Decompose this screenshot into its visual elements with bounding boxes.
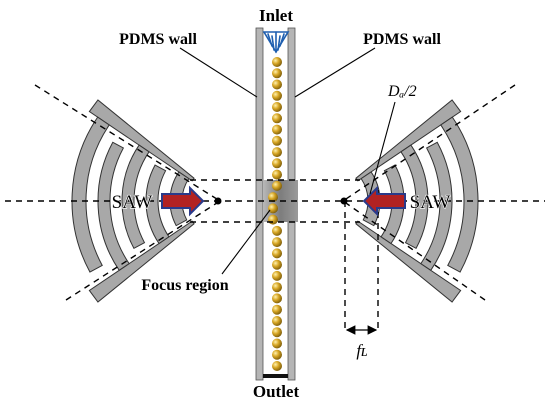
particle	[272, 180, 282, 191]
left-outer-upper-line	[34, 84, 221, 202]
particle	[272, 316, 282, 326]
particle	[272, 158, 282, 169]
particle	[272, 259, 282, 270]
particle	[272, 270, 282, 281]
idt-electrode-finger	[400, 144, 429, 250]
saw-left-label: SAW	[112, 192, 153, 213]
particle	[272, 293, 282, 304]
particle	[272, 349, 282, 360]
particle	[272, 338, 282, 349]
particle	[272, 225, 282, 236]
aperture-leader	[369, 101, 396, 195]
pdms-right-leader	[294, 47, 376, 98]
idt-electrode-finger	[420, 141, 453, 272]
aperture-half-label: Dₐ/2	[387, 83, 417, 100]
right-focal-point	[340, 197, 348, 205]
focus-region-leader	[221, 209, 271, 275]
idt-bus-bar	[355, 99, 462, 182]
pdms-wall-right-label: PDMS wall	[363, 31, 441, 48]
pdms-wall-left-label: PDMS wall	[119, 31, 197, 48]
particle	[272, 147, 282, 158]
particle	[272, 361, 282, 371]
idt-electrode-finger	[440, 116, 479, 273]
idt-electrode-finger	[121, 144, 150, 250]
particle	[272, 135, 282, 146]
idt-electrode-finger	[71, 116, 110, 273]
particle	[272, 113, 282, 124]
left-idt-transducer	[71, 99, 195, 303]
pdms-left-leader	[179, 47, 258, 98]
saw-right-label: SAW	[410, 192, 451, 213]
channel-left-wall	[255, 27, 264, 381]
focus-region-label: Focus region	[141, 277, 228, 294]
left-focal-point	[214, 197, 222, 205]
right-outer-upper-line	[342, 84, 516, 202]
particle	[272, 169, 282, 180]
particle	[272, 102, 282, 112]
idt-electrode-finger	[97, 141, 130, 272]
channel-outlet-bar	[263, 374, 288, 378]
right-outer-lower-line	[342, 200, 486, 301]
particle	[268, 203, 278, 214]
particle	[272, 248, 282, 259]
particle	[272, 90, 282, 101]
particle	[268, 214, 278, 225]
idt-bus-bar	[88, 99, 195, 182]
outlet-label: Outlet	[253, 382, 300, 401]
particle	[272, 68, 282, 79]
inlet-label: Inlet	[259, 6, 293, 25]
inlet-arrows-icon	[262, 31, 290, 54]
particle	[272, 282, 282, 293]
particle	[272, 124, 282, 135]
focal-length-label: fʟ	[356, 341, 367, 360]
particle	[272, 237, 282, 248]
particle	[272, 79, 282, 90]
particle	[272, 57, 282, 67]
particle	[272, 304, 282, 315]
particle	[272, 327, 282, 338]
particle	[268, 192, 278, 203]
idt-electrode-finger	[145, 164, 170, 245]
left-saw-arrow-icon	[161, 185, 205, 217]
right-saw-arrow-icon	[362, 185, 406, 217]
left-outer-lower-line	[65, 200, 221, 301]
particle-stream	[268, 57, 282, 371]
